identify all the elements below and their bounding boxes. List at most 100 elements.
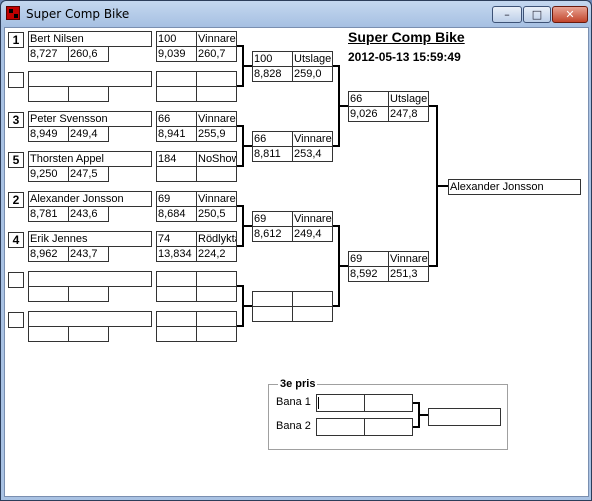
result-time-field[interactable]: 9,026: [348, 106, 389, 122]
reaction-field[interactable]: [156, 311, 197, 327]
result-speed-field[interactable]: 251,3: [388, 266, 429, 282]
rider-time-field[interactable]: [28, 326, 69, 342]
lane2-name-field[interactable]: [316, 418, 365, 436]
bracket-connector: [333, 65, 339, 67]
result-time-field[interactable]: [156, 166, 197, 182]
rider-speed-field[interactable]: [68, 286, 109, 302]
status-field[interactable]: [196, 311, 237, 327]
result-speed-field[interactable]: [196, 86, 237, 102]
result-speed-field[interactable]: 224,2: [196, 246, 237, 262]
winner-field[interactable]: Alexander Jonsson: [448, 179, 581, 195]
reaction-field[interactable]: 66: [348, 91, 389, 107]
reaction-field[interactable]: [156, 71, 197, 87]
result-speed-field[interactable]: [196, 326, 237, 342]
maximize-button[interactable]: □: [523, 6, 551, 23]
result-speed-field[interactable]: 255,9: [196, 126, 237, 142]
rider-name-field[interactable]: Peter Svensson: [28, 111, 152, 127]
status-field[interactable]: NoShow: [196, 151, 237, 167]
reaction-field[interactable]: 74: [156, 231, 197, 247]
rider-time-field[interactable]: 8,727: [28, 46, 69, 62]
rider-name-field[interactable]: Erik Jennes: [28, 231, 152, 247]
result-time-field[interactable]: 8,941: [156, 126, 197, 142]
reaction-field[interactable]: [156, 271, 197, 287]
rider-time-field[interactable]: 8,949: [28, 126, 69, 142]
status-field[interactable]: Vinnare: [196, 31, 237, 47]
status-field[interactable]: [196, 71, 237, 87]
rider-time-field[interactable]: 9,250: [28, 166, 69, 182]
bracket-connector: [338, 105, 348, 107]
reaction-field[interactable]: 69: [156, 191, 197, 207]
result-time-field[interactable]: [156, 326, 197, 342]
result-time-field[interactable]: 8,828: [252, 66, 293, 82]
rider-name-field[interactable]: [28, 271, 152, 287]
title-bar[interactable]: Super Comp Bike – □ ✕: [1, 1, 591, 27]
rider-speed-field[interactable]: 243,7: [68, 246, 109, 262]
rider-name-field[interactable]: [28, 311, 152, 327]
text-cursor: [318, 397, 319, 409]
result-speed-field[interactable]: 250,5: [196, 206, 237, 222]
result-time-field[interactable]: [156, 86, 197, 102]
result-time-field[interactable]: 8,592: [348, 266, 389, 282]
rider-time-field[interactable]: 8,781: [28, 206, 69, 222]
rider-time-field[interactable]: [28, 286, 69, 302]
result-time-field[interactable]: 9,039: [156, 46, 197, 62]
result-speed-field[interactable]: [196, 166, 237, 182]
seed-box: [8, 272, 24, 288]
rider-speed-field[interactable]: [68, 86, 109, 102]
result-time-field[interactable]: 8,612: [252, 226, 293, 242]
rider-time-field[interactable]: [28, 86, 69, 102]
rider-speed-field[interactable]: 243,6: [68, 206, 109, 222]
status-field[interactable]: Vinnare: [196, 111, 237, 127]
result-speed-field[interactable]: 259,0: [292, 66, 333, 82]
reaction-field[interactable]: 100: [252, 51, 293, 67]
seed-box: [8, 72, 24, 88]
lane1-name-field[interactable]: [316, 394, 365, 412]
status-field[interactable]: Vinnare: [388, 251, 429, 267]
third-place-group: [268, 384, 508, 450]
app-icon: [6, 6, 20, 20]
rider-speed-field[interactable]: 247,5: [68, 166, 109, 182]
reaction-field[interactable]: 69: [348, 251, 389, 267]
seed-box: 1: [8, 32, 24, 48]
result-time-field[interactable]: 8,811: [252, 146, 293, 162]
reaction-field[interactable]: [252, 291, 293, 307]
rider-name-field[interactable]: [28, 71, 152, 87]
reaction-field[interactable]: 184: [156, 151, 197, 167]
result-speed-field[interactable]: [196, 286, 237, 302]
result-time-field[interactable]: [156, 286, 197, 302]
reaction-field[interactable]: 69: [252, 211, 293, 227]
status-field[interactable]: Vinnare: [292, 211, 333, 227]
result-speed-field[interactable]: 260,7: [196, 46, 237, 62]
rider-speed-field[interactable]: [68, 326, 109, 342]
result-speed-field[interactable]: 247,8: [388, 106, 429, 122]
result-speed-field[interactable]: 253,4: [292, 146, 333, 162]
status-field[interactable]: [292, 291, 333, 307]
status-field[interactable]: Utslagen: [292, 51, 333, 67]
bracket-panel: Super Comp Bike 2012-05-13 15:59:49 1 3 …: [4, 27, 589, 497]
rider-name-field[interactable]: Alexander Jonsson: [28, 191, 152, 207]
result-time-field[interactable]: [252, 306, 293, 322]
status-field[interactable]: Rödlyktä: [196, 231, 237, 247]
result-speed-field[interactable]: 249,4: [292, 226, 333, 242]
rider-speed-field[interactable]: 249,4: [68, 126, 109, 142]
result-time-field[interactable]: 8,684: [156, 206, 197, 222]
lane2-result-field[interactable]: [364, 418, 413, 436]
rider-speed-field[interactable]: 260,6: [68, 46, 109, 62]
reaction-field[interactable]: 66: [156, 111, 197, 127]
rider-time-field[interactable]: 8,962: [28, 246, 69, 262]
result-speed-field[interactable]: [292, 306, 333, 322]
status-field[interactable]: Vinnare: [292, 131, 333, 147]
rider-name-field[interactable]: Thorsten Appel: [28, 151, 152, 167]
status-field[interactable]: Vinnare: [196, 191, 237, 207]
status-field[interactable]: Utslagen: [388, 91, 429, 107]
close-button[interactable]: ✕: [552, 6, 588, 23]
minimize-button[interactable]: –: [492, 6, 522, 23]
lane1-result-field[interactable]: [364, 394, 413, 412]
third-place-winner-field[interactable]: [428, 408, 501, 426]
status-field[interactable]: [196, 271, 237, 287]
bracket-connector: [237, 165, 243, 167]
rider-name-field[interactable]: Bert Nilsen: [28, 31, 152, 47]
reaction-field[interactable]: 100: [156, 31, 197, 47]
result-time-field[interactable]: 13,834: [156, 246, 197, 262]
reaction-field[interactable]: 66: [252, 131, 293, 147]
